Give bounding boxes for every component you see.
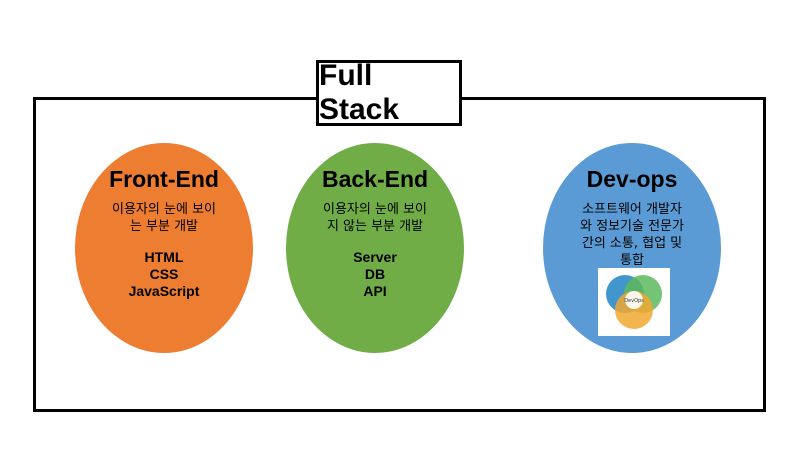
diagram-title: Full Stack [319, 59, 400, 126]
venn-center-label: DevOps [624, 298, 644, 304]
dev-ops-description: 소프트웨어 개발자 와 정보기술 전문가 간의 소통, 협업 및 통합 [580, 202, 684, 268]
front-end-circle: Front-End 이용자의 눈에 보이 는 부분 개발 HTML CSS Ja… [75, 143, 253, 353]
tech-item-css: CSS [149, 266, 179, 282]
tech-item-server: Server [353, 249, 397, 265]
tech-item-html: HTML [144, 249, 184, 265]
devops-venn-image: DevOps [598, 268, 670, 336]
back-end-tech-list: Server DB API [353, 249, 397, 300]
devops-venn-icon: DevOps [598, 268, 670, 336]
front-end-tech-list: HTML CSS JavaScript [129, 249, 200, 300]
back-end-title: Back-End [321, 166, 429, 192]
venn-circle-operations [615, 291, 653, 329]
dev-ops-title: Dev-ops [586, 166, 678, 192]
venn-center [625, 291, 643, 309]
title-box: Full Stack [316, 59, 462, 126]
front-end-title: Front-End [109, 166, 219, 192]
back-end-circle: Back-End 이용자의 눈에 보이 지 않는 부분 개발 Server DB… [286, 143, 464, 353]
tech-item-db: DB [364, 266, 386, 282]
front-end-description: 이용자의 눈에 보이 는 부분 개발 [112, 202, 216, 234]
tech-item-javascript: JavaScript [128, 283, 200, 299]
tech-item-api: API [363, 283, 387, 299]
back-end-description: 이용자의 눈에 보이 지 않는 부분 개발 [323, 202, 427, 234]
